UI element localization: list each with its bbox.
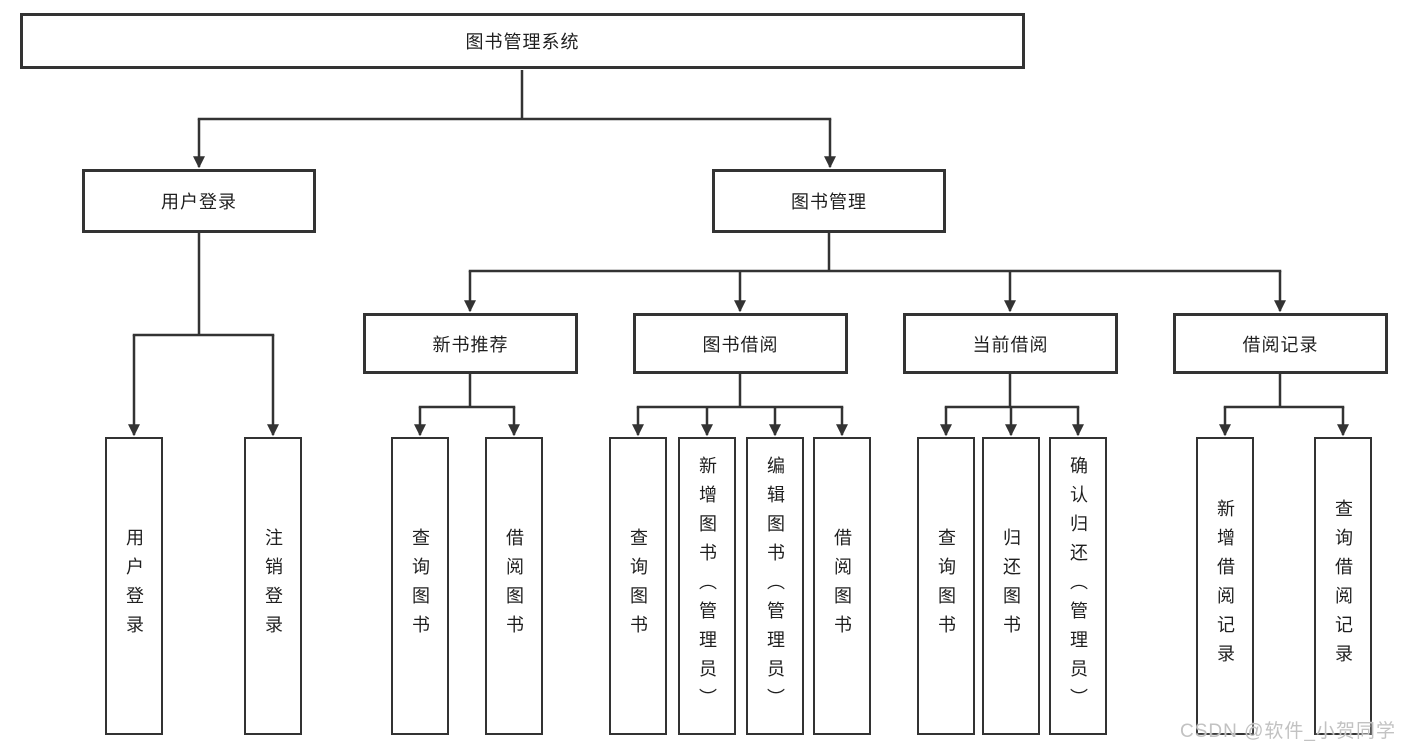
leaf-br-query-record: 查询借阅记录 xyxy=(1314,437,1372,735)
connector-mgmt-to-level3 xyxy=(464,233,1286,313)
node-label: 查询图书 xyxy=(936,528,956,644)
leaf-bb-query-books: 查询图书 xyxy=(609,437,667,735)
leaf-logout: 注销登录 xyxy=(244,437,302,735)
node-label: 当前借阅 xyxy=(972,334,1049,355)
node-label: 归还图书 xyxy=(1001,528,1021,644)
connector-records-to-leaves xyxy=(1219,374,1349,437)
connector-root-to-level2 xyxy=(193,70,836,169)
leaf-user-login: 用户登录 xyxy=(105,437,163,735)
node-label: 借阅图书 xyxy=(504,528,524,644)
node-label: 用户登录 xyxy=(161,192,237,212)
connector-nbr-to-leaves xyxy=(414,374,520,437)
node-label: 借阅图书 xyxy=(832,528,852,644)
connector-borrow-to-leaves xyxy=(632,374,848,437)
node-borrowing-records: 借阅记录 xyxy=(1173,313,1388,374)
leaf-nbr-query-books: 查询图书 xyxy=(391,437,449,735)
node-label: 编辑图书（管理员） xyxy=(765,455,785,717)
node-label: 确认归还（管理员） xyxy=(1068,455,1088,717)
node-label: 查询图书 xyxy=(628,528,648,644)
node-current-borrowing: 当前借阅 xyxy=(903,313,1118,374)
node-book-borrowing: 图书借阅 xyxy=(633,313,848,374)
node-label: 图书借阅 xyxy=(702,334,779,355)
connector-login-to-leaves xyxy=(128,233,279,437)
node-label: 用户登录 xyxy=(124,528,144,644)
leaf-bb-borrow-books: 借阅图书 xyxy=(813,437,871,735)
leaf-nbr-borrow-books: 借阅图书 xyxy=(485,437,543,735)
node-library-system: 图书管理系统 xyxy=(20,13,1025,69)
node-label: 注销登录 xyxy=(263,528,283,644)
node-user-login: 用户登录 xyxy=(82,169,316,233)
leaf-bb-add-books-admin: 新增图书（管理员） xyxy=(678,437,736,735)
csdn-watermark: CSDN @软件_小贺同学 xyxy=(1180,721,1396,742)
node-label: 借阅记录 xyxy=(1242,334,1319,355)
node-label: 新增图书（管理员） xyxy=(697,455,717,717)
node-label: 查询借阅记录 xyxy=(1333,499,1353,673)
leaf-cb-confirm-return-admin: 确认归还（管理员） xyxy=(1049,437,1107,735)
node-label: 新增借阅记录 xyxy=(1215,499,1235,673)
node-label: 图书管理 xyxy=(791,192,867,212)
connector-current-to-leaves xyxy=(940,374,1084,437)
node-book-management: 图书管理 xyxy=(712,169,946,233)
node-label: 新书推荐 xyxy=(432,334,509,355)
leaf-br-add-record: 新增借阅记录 xyxy=(1196,437,1254,735)
leaf-cb-return-books: 归还图书 xyxy=(982,437,1040,735)
node-label: 图书管理系统 xyxy=(465,32,580,52)
node-new-book-recommendation: 新书推荐 xyxy=(363,313,578,374)
leaf-bb-edit-books-admin: 编辑图书（管理员） xyxy=(746,437,804,735)
node-label: 查询图书 xyxy=(410,528,430,644)
leaf-cb-query-books: 查询图书 xyxy=(917,437,975,735)
